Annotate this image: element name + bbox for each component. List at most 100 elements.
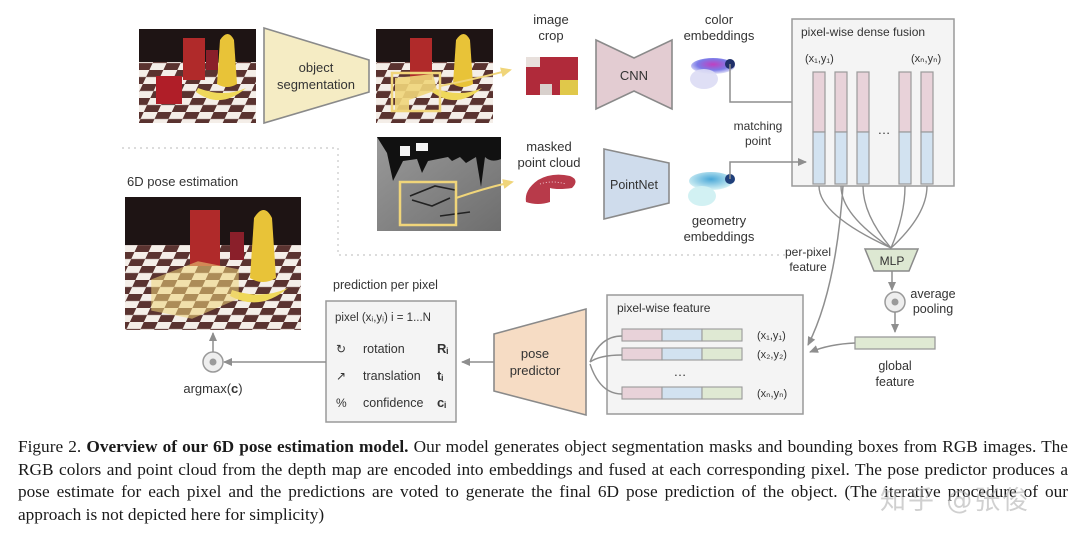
- image-crop-label-line1: image: [533, 12, 568, 27]
- prediction-symbol: cᵢ: [437, 395, 446, 410]
- pipeline-diagram: object segmentation image crop CNN color…: [122, 12, 956, 423]
- image-crop-label-line2: crop: [538, 28, 563, 43]
- matching-point-label-line1: matching: [734, 119, 783, 133]
- global-feature-segment: [701, 386, 743, 400]
- geometry-embeddings-blob: [688, 172, 735, 206]
- geometry-to-fusion-arrow: [729, 158, 807, 179]
- fusion-column: [920, 71, 934, 185]
- argmax-node: [202, 351, 224, 373]
- segmented-image: [376, 29, 493, 123]
- prediction-header: pixel (xᵢ,yᵢ) i = 1...N: [335, 312, 431, 324]
- caption-prefix: Figure 2.: [18, 437, 87, 456]
- average-pooling-node: [884, 291, 906, 313]
- pixel-wise-dense-fusion-box: pixel-wise dense fusion (x₁,y₁) (xₙ,yₙ) …: [791, 18, 955, 187]
- fusion-connector: [890, 185, 928, 249]
- prediction-symbol: tᵢ: [437, 368, 443, 383]
- pose-predictor-label-line1: pose: [521, 346, 549, 361]
- color-feature-segment: [621, 328, 663, 342]
- feature-to-predictor-connectors: [589, 335, 623, 395]
- prediction-per-pixel-title: prediction per pixel: [333, 278, 438, 292]
- average-pooling-label-line1: average: [910, 287, 955, 301]
- color-embeddings-blob: [690, 58, 735, 89]
- translation-icon: ↗: [336, 369, 346, 383]
- feature-row: (x₁,y₁): [621, 328, 786, 342]
- global-feature-bar: [854, 336, 936, 350]
- fusion-last-coord: (xₙ,yₙ): [911, 53, 941, 65]
- prediction-row: ↻ rotation Rᵢ: [336, 341, 448, 356]
- fusion-column: [898, 71, 912, 185]
- mlp-label: MLP: [880, 254, 905, 268]
- fusion-column: [856, 71, 870, 185]
- cnn-block: CNN: [595, 38, 673, 111]
- feature-row: (xₙ,yₙ): [621, 386, 787, 400]
- masked-point-cloud-label-line1: masked: [526, 139, 572, 154]
- object-segmentation-block: object segmentation: [263, 26, 370, 125]
- dense-fusion-title: pixel-wise dense fusion: [801, 25, 925, 39]
- per-pixel-feature-label-line1: per-pixel: [785, 245, 831, 259]
- geometry-embeddings-label-line2: embeddings: [684, 229, 755, 244]
- geometry-embeddings-label-line1: geometry: [692, 213, 747, 228]
- matching-point-label-line2: point: [745, 134, 772, 148]
- caption-body: Our model generates object segmentation …: [18, 437, 1068, 524]
- pose-predictor-label-line2: predictor: [510, 363, 561, 378]
- masked-point-cloud-label-line2: point cloud: [518, 155, 581, 170]
- global-feature-segment: [701, 347, 743, 361]
- color-feature-segment: [621, 386, 663, 400]
- dotted-separator: [122, 147, 800, 256]
- point-cloud-arrow: [455, 179, 514, 199]
- global-to-pixel-feature-arrow: [809, 342, 856, 353]
- fusion-connector: [818, 185, 892, 249]
- fusion-column: [812, 71, 826, 185]
- fusion-connector: [890, 185, 906, 249]
- color-feature-segment: [621, 347, 663, 361]
- feature-row: (x₂,y₂): [621, 347, 787, 361]
- color-embeddings-label-line1: color: [705, 12, 734, 27]
- feature-row-coord: (x₂,y₂): [757, 349, 787, 361]
- pointnet-label: PointNet: [610, 178, 658, 192]
- geometry-feature-segment: [661, 328, 703, 342]
- rgb-input-image: [139, 29, 256, 123]
- pose-estimation-result-image: [125, 197, 301, 330]
- figure-caption: Figure 2. Overview of our 6D pose estima…: [18, 436, 1068, 526]
- pixel-wise-feature-title: pixel-wise feature: [617, 301, 711, 315]
- fusion-connector: [862, 185, 892, 249]
- watermark: 知乎 @张俊: [880, 486, 1031, 516]
- cnn-label: CNN: [620, 68, 648, 83]
- fusion-column: [834, 71, 848, 185]
- global-feature-label-line2: feature: [876, 375, 915, 389]
- fusion-to-mlp-connectors: [818, 185, 928, 249]
- color-to-fusion-arrow: [729, 64, 807, 106]
- global-feature-label-line1: global: [878, 359, 911, 373]
- per-pixel-feature-arrow: [807, 185, 844, 346]
- feature-rows-ellipsis: …: [674, 364, 687, 379]
- masked-point-cloud: [525, 174, 576, 204]
- prediction-label: confidence: [363, 396, 424, 410]
- prediction-symbol: Rᵢ: [437, 341, 448, 356]
- pose-predictor-block: pose predictor: [493, 307, 587, 417]
- prediction-label: translation: [363, 369, 421, 383]
- global-feature-segment: [701, 328, 743, 342]
- mlp-block: MLP: [863, 248, 920, 272]
- prediction-row: ↗ translation tᵢ: [336, 368, 443, 383]
- pose-estimation-title: 6D pose estimation: [127, 174, 238, 189]
- object-segmentation-label-line1: object: [299, 60, 334, 75]
- feature-row-coord: (xₙ,yₙ): [757, 388, 787, 400]
- fusion-first-coord: (x₁,y₁): [805, 53, 834, 65]
- caption-bold-title: Overview of our 6D pose estimation model…: [86, 437, 409, 456]
- prediction-per-pixel-box: pixel (xᵢ,yᵢ) i = 1...N ↻ rotation Rᵢ ↗ tran…: [325, 300, 457, 423]
- color-embeddings-label-line2: embeddings: [684, 28, 755, 43]
- average-pooling-label-line2: pooling: [913, 302, 953, 316]
- percent-icon: %: [336, 396, 347, 410]
- per-pixel-feature-label-line2: feature: [789, 260, 827, 274]
- geometry-feature-segment: [661, 347, 703, 361]
- fusion-connector: [840, 185, 892, 249]
- pixel-wise-feature-box: pixel-wise feature (x₁,y₁) (x₂,y₂) (xₙ,yₙ)…: [606, 294, 804, 415]
- prediction-label: rotation: [363, 342, 405, 356]
- pointnet-block: PointNet: [603, 148, 670, 221]
- feature-row-coord: (x₁,y₁): [757, 330, 786, 342]
- rotation-icon: ↻: [336, 342, 346, 356]
- crop-arrow: [439, 67, 512, 87]
- image-crop: [526, 57, 578, 95]
- object-segmentation-label-line2: segmentation: [277, 77, 355, 92]
- argmax-label: argmax(c): [183, 381, 242, 396]
